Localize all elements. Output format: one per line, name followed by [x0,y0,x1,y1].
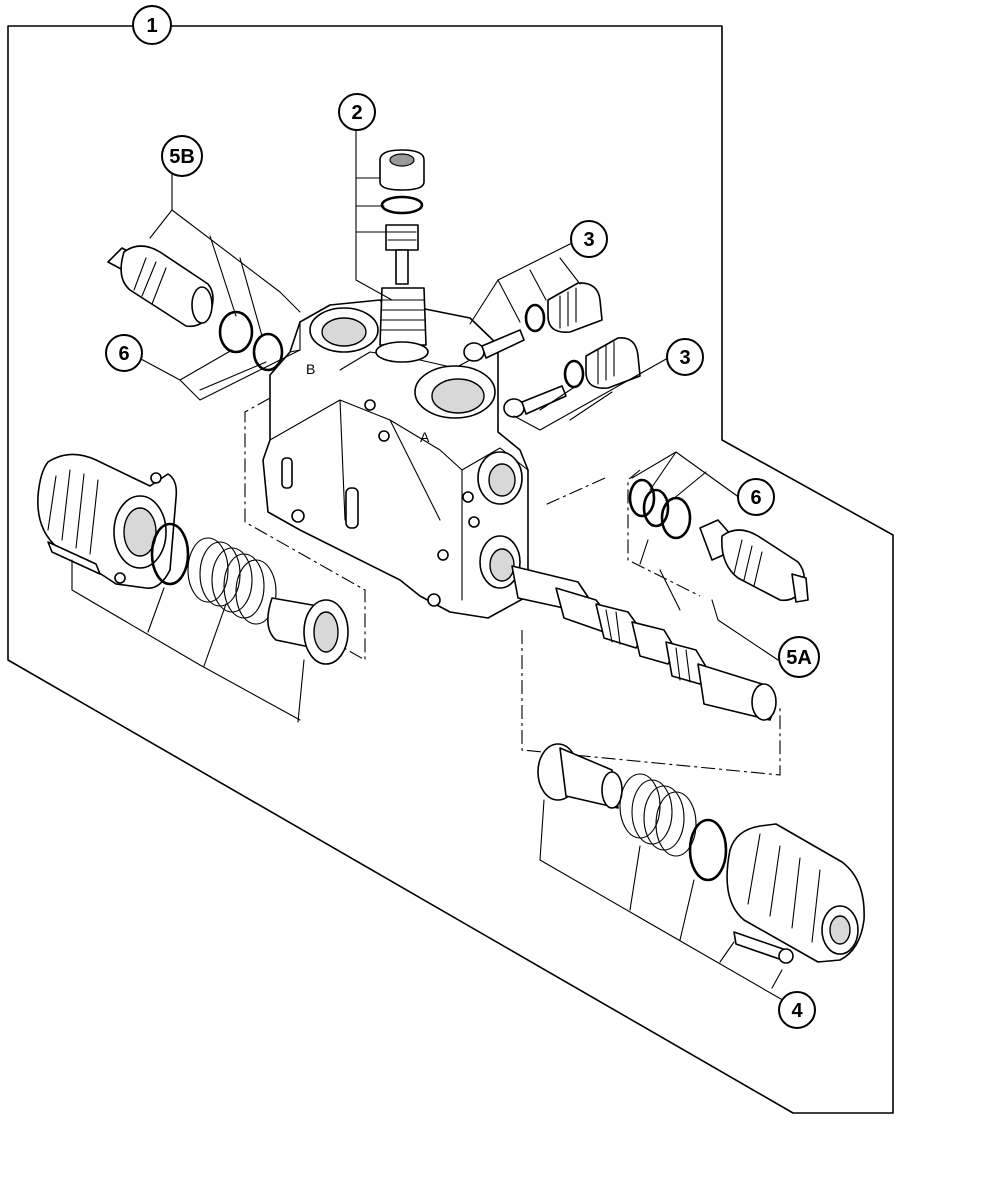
svg-text:3: 3 [583,229,594,251]
svg-text:1: 1 [146,15,157,37]
callout-6-right: 6 [737,478,775,516]
right-spring-cap-assembly [537,743,865,964]
svg-text:6: 6 [750,487,761,509]
callout-5a: 5A [778,636,820,678]
port-relief-5a [628,478,809,603]
port-relief-5b [107,245,284,372]
svg-text:6: 6 [118,343,129,365]
valve-body [262,299,529,619]
valve-spool [511,565,777,721]
relief-valve-upper [463,282,603,362]
assembly-outline [7,25,894,1114]
port-label-b: B [306,361,315,377]
svg-text:2: 2 [351,102,362,124]
svg-text:3: 3 [679,347,690,369]
callout-2: 2 [338,93,376,131]
relief-valve-lower [503,337,641,418]
callout-1: 1 [132,5,172,45]
callout-4: 4 [778,991,816,1029]
leader-lines [71,125,801,1011]
callout-3-upper: 3 [570,220,608,258]
top-check-valve-assembly [375,149,429,363]
port-label-a: A [420,429,430,445]
callout-5b: 5B [161,135,203,177]
svg-text:5A: 5A [786,647,812,669]
svg-text:4: 4 [791,1000,803,1022]
left-spring-cap-assembly [37,453,349,665]
callout-6-left: 6 [105,334,143,372]
callout-3-lower: 3 [666,338,704,376]
svg-text:5B: 5B [169,146,195,168]
